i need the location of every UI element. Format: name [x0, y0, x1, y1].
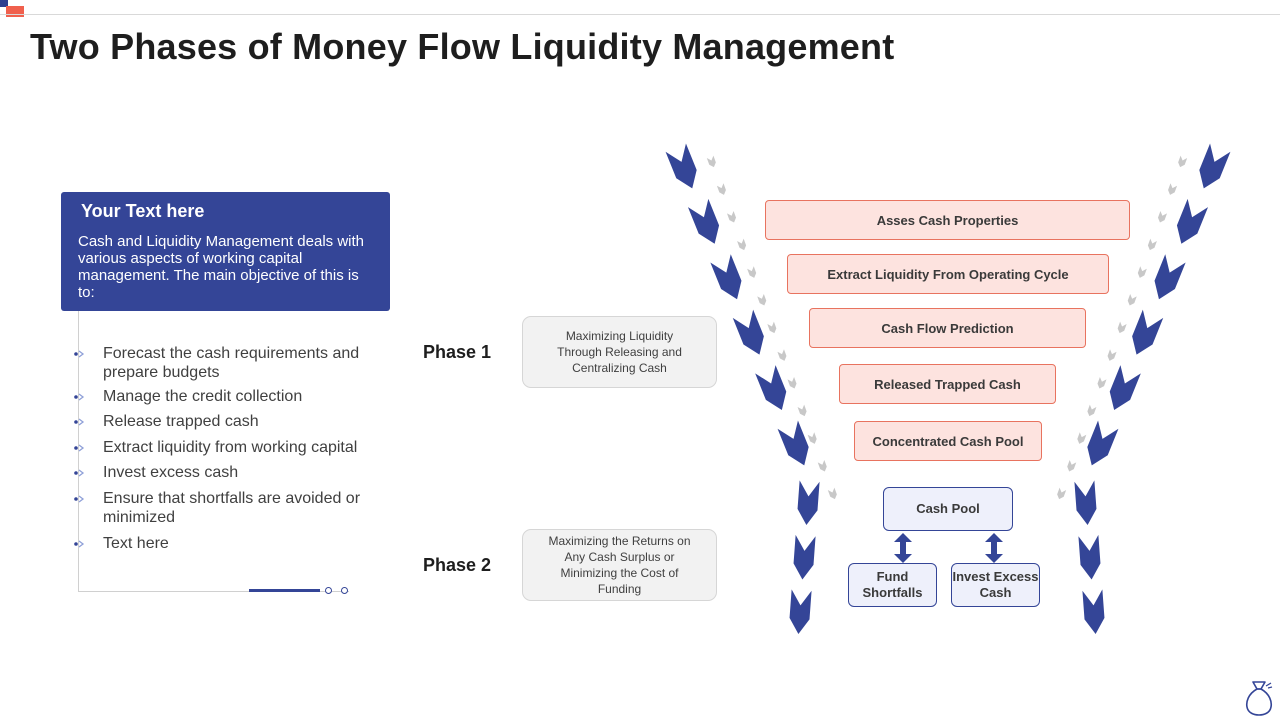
up-arrow-icon: [1168, 183, 1178, 195]
double-arrow-icon: [894, 533, 912, 563]
funnel-arrow-icon: [1154, 254, 1186, 300]
invest-excess-cash-box: Invest Excess Cash: [951, 563, 1040, 607]
up-arrow-icon: [737, 238, 747, 251]
slide-dot: [341, 587, 348, 594]
up-arrow-icon: [827, 487, 837, 500]
up-arrow-icon: [1077, 432, 1087, 444]
funnel-arrow-icon: [687, 198, 720, 244]
funnel-arrow-icon: [755, 365, 787, 410]
up-arrow-icon: [1178, 155, 1188, 168]
cash-pool-box: Cash Pool: [883, 487, 1013, 531]
up-arrow-icon: [797, 404, 807, 417]
money-bag-icon: [1245, 681, 1273, 716]
bullet-chevron-icon: [74, 495, 85, 503]
fund-shortfalls-box: Fund Shortfalls: [848, 563, 937, 607]
up-arrow-icon: [1127, 293, 1137, 306]
page-title: Two Phases of Money Flow Liquidity Manag…: [30, 26, 895, 67]
list-item-text: Ensure that shortfalls are avoided or mi…: [103, 490, 361, 526]
up-arrow-icon: [716, 183, 726, 195]
up-arrow-icon: [706, 155, 716, 168]
slide-dot: [325, 587, 332, 594]
bullet-chevron-icon: [74, 444, 85, 452]
up-arrow-icon: [787, 376, 797, 389]
funnel-arrow-icon: [777, 420, 809, 466]
list-item-text: Manage the credit collection: [103, 388, 303, 405]
funnel-arrow-icon: [1132, 309, 1164, 355]
corner-accent-blue: [0, 0, 8, 7]
up-arrow-icon: [757, 293, 767, 306]
intro-box: Your Text here Cash and Liquidity Manage…: [61, 192, 390, 311]
funnel-arrow-icon: [793, 534, 816, 580]
up-arrow-icon: [726, 210, 737, 223]
up-arrow-icon: [1117, 321, 1127, 334]
list-item-text: Forecast the cash requirements and prepa…: [103, 345, 360, 381]
funnel-arrow-icon: [1199, 143, 1231, 189]
funnel-arrow-icon: [1109, 365, 1141, 410]
double-arrow-icon: [985, 533, 1003, 563]
slide-progress-bar: [249, 589, 320, 592]
funnel-arrow-icon: [1078, 534, 1101, 580]
up-arrow-icon: [747, 266, 757, 278]
up-arrow-icon: [1107, 349, 1117, 361]
bullet-chevron-icon: [74, 540, 85, 548]
bullet-chevron-icon: [74, 350, 85, 358]
up-arrow-icon: [1157, 210, 1168, 223]
funnel-arrow-icon: [789, 589, 812, 634]
bullet-chevron-icon: [74, 469, 85, 477]
phase-1-label: Phase 1: [423, 342, 492, 362]
up-arrow-icon: [767, 321, 777, 334]
corner-accent-red: [6, 6, 24, 17]
phase-2-description: Maximizing the Returns on Any Cash Surpl…: [522, 529, 717, 601]
phase-2-label: Phase 2: [423, 555, 492, 575]
top-divider: [0, 14, 1280, 15]
list-item-text: Invest excess cash: [103, 464, 239, 481]
list-item-text: Release trapped cash: [103, 413, 259, 430]
funnel-arrow-icon: [1074, 480, 1097, 525]
funnel-arrow-icon: [710, 254, 742, 300]
intro-body: Cash and Liquidity Management deals with…: [78, 233, 365, 301]
funnel-arrow-icon: [665, 143, 697, 189]
funnel-arrow-icon: [1082, 589, 1105, 634]
list-item-text: Extract liquidity from working capital: [103, 439, 358, 456]
up-arrow-icon: [777, 349, 787, 361]
funnel-step-2: Extract Liquidity From Operating Cycle: [787, 254, 1109, 294]
funnel-arrow-icon: [732, 309, 764, 355]
phase-1-description: Maximizing Liquidity Through Releasing a…: [522, 316, 717, 388]
up-arrow-icon: [1137, 266, 1147, 278]
up-arrow-icon: [1147, 238, 1157, 251]
funnel-arrow-icon: [1176, 198, 1209, 244]
funnel-arrow-icon: [1087, 420, 1119, 466]
funnel-step-1: Asses Cash Properties: [765, 200, 1130, 240]
funnel-step-3: Cash Flow Prediction: [809, 308, 1086, 348]
funnel-arrow-icon: [797, 480, 820, 525]
up-arrow-icon: [1067, 459, 1077, 472]
up-arrow-icon: [1087, 404, 1097, 417]
up-arrow-icon: [1057, 487, 1067, 500]
up-arrow-icon: [1097, 376, 1107, 389]
up-arrow-icon: [807, 432, 817, 444]
intro-heading: Your Text here: [81, 201, 205, 221]
funnel-step-5: Concentrated Cash Pool: [854, 421, 1042, 461]
list-frame: [78, 311, 349, 592]
up-arrow-icon: [817, 459, 827, 472]
list-item-text: Text here: [103, 535, 169, 552]
bullet-chevron-icon: [74, 418, 85, 426]
bullet-chevron-icon: [74, 393, 85, 401]
funnel-step-4: Released Trapped Cash: [839, 364, 1056, 404]
